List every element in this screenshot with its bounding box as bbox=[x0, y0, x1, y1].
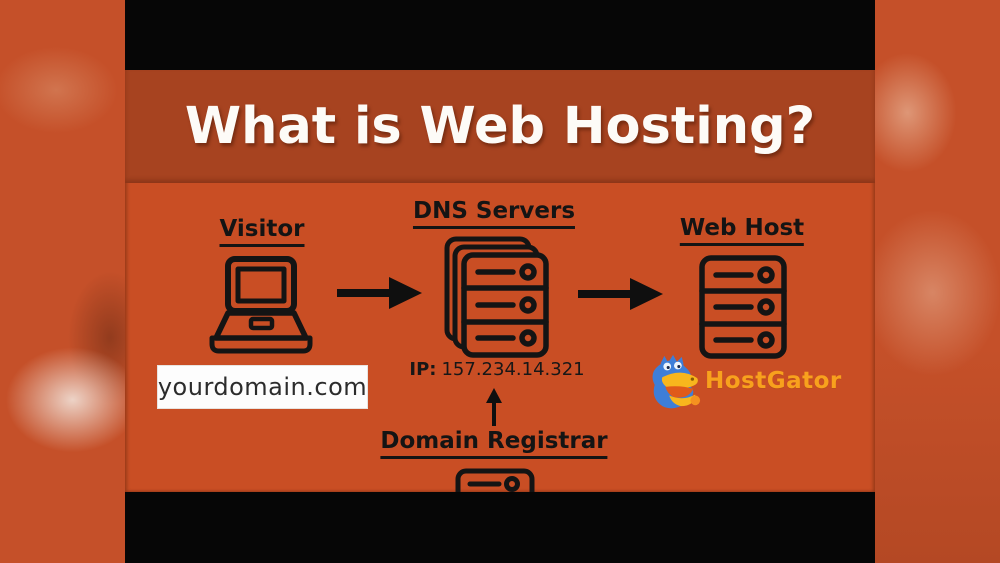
server-stack-icon bbox=[443, 235, 549, 359]
page-title: What is Web Hosting? bbox=[184, 97, 816, 156]
ip-value: 157.234.14.321 bbox=[441, 359, 585, 380]
blurred-backdrop-left bbox=[0, 0, 125, 563]
hostgator-brand-text: HostGator bbox=[705, 368, 842, 394]
letterbox-bottom bbox=[125, 492, 875, 563]
arrow-right-icon bbox=[337, 276, 422, 310]
domain-name-box: yourdomain.com bbox=[157, 365, 368, 409]
visitor-label: Visitor bbox=[219, 216, 305, 247]
hostgator-logo: HostGator bbox=[645, 352, 875, 414]
slide-content: What is Web Hosting? Visitor yourdomain.… bbox=[125, 70, 875, 492]
laptop-icon bbox=[207, 255, 315, 357]
server-icon bbox=[699, 255, 787, 359]
domain-registrar-label: Domain Registrar bbox=[380, 428, 608, 459]
ip-address-line: IP:157.234.14.321 bbox=[409, 359, 584, 380]
video-frame: What is Web Hosting? Visitor yourdomain.… bbox=[125, 0, 875, 563]
dns-servers-label: DNS Servers bbox=[412, 198, 576, 229]
web-host-label: Web Host bbox=[679, 215, 805, 246]
title-band: What is Web Hosting? bbox=[125, 70, 875, 183]
server-partial-icon bbox=[455, 468, 535, 492]
letterbox-top bbox=[125, 0, 875, 70]
arrow-right-icon bbox=[578, 277, 663, 311]
blurred-backdrop-right bbox=[875, 0, 1000, 563]
arrow-up-icon bbox=[485, 388, 503, 426]
domain-name-text: yourdomain.com bbox=[157, 373, 368, 401]
ip-prefix: IP: bbox=[409, 359, 437, 380]
hostgator-mascot-icon bbox=[645, 352, 703, 412]
